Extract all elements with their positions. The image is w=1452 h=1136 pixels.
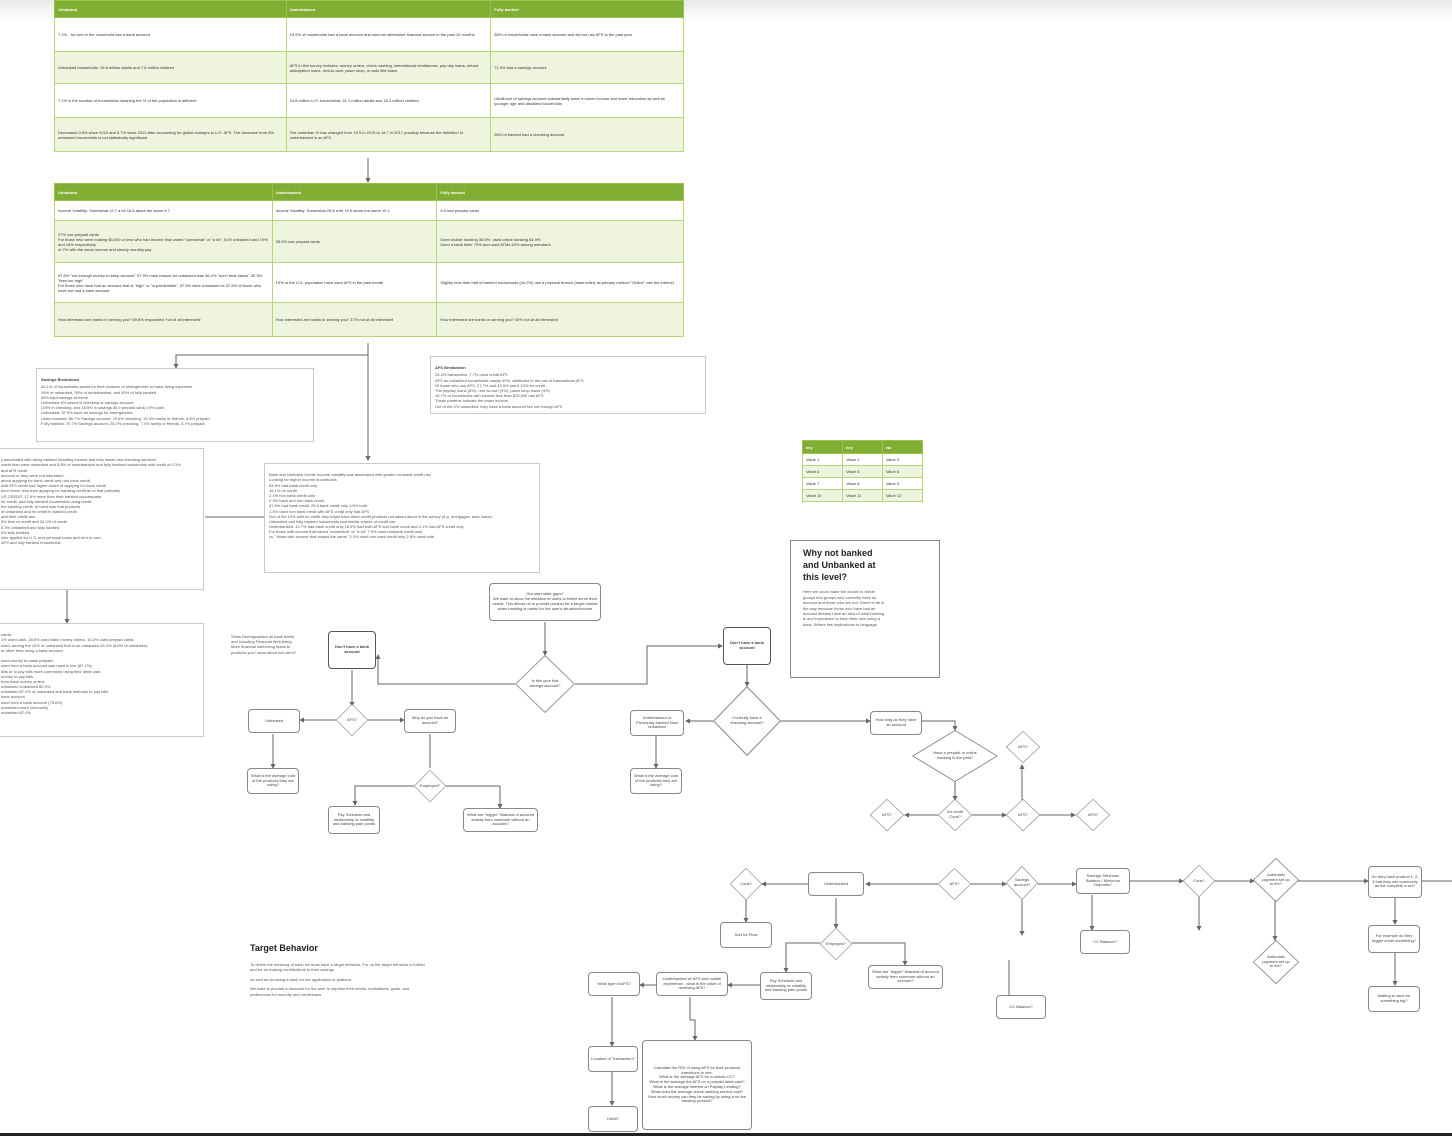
decision-automatic-b[interactable]: Automatic payment set up to fee? [1253, 940, 1299, 984]
table-row: 7.1% - No one in the household has a ban… [54, 17, 684, 52]
segment-table-1: Unbanked Underbanked Fully banked 7.1% -… [54, 0, 684, 152]
target-behavior-title: Target Behavior [250, 943, 318, 953]
decision-checking[interactable]: Currently have a checking account? [713, 686, 781, 756]
decision-afs-a[interactable]: AFS? [336, 704, 368, 736]
decision-afs-g[interactable]: AFS? [938, 868, 971, 900]
credit-note-left: y associated with being banked including… [0, 448, 204, 590]
calculate-roi-box[interactable]: Calculate the ROI of using AFS for their… [642, 1040, 752, 1130]
decision-first-savings[interactable]: Is this your first savings account? [515, 655, 575, 713]
decision-automatic[interactable]: Automatic payment set up to fee? [1253, 858, 1299, 902]
col-unbanked: Unbanked [54, 183, 273, 201]
savings-minimum-box[interactable]: Savings: Minimum Balance / Minimum Depos… [1076, 868, 1130, 894]
sort-for-flow-box[interactable]: Sort for Flow [720, 922, 772, 948]
trigger-question-box-b[interactable]: What are "trigger" financial of account … [868, 965, 943, 989]
col-underbanked: Underbanked [285, 0, 492, 18]
unbanked-box[interactable]: Unbanked [248, 709, 300, 733]
how-long-box[interactable]: How long do they have an account [870, 711, 922, 735]
decision-savings[interactable]: Savings account? [1006, 866, 1038, 900]
no-bank-account-box[interactable]: Don't have a bank account [328, 631, 376, 669]
col-unbanked: Unbanked [54, 0, 287, 18]
table-row: How interested are banks in serving you?… [54, 302, 684, 337]
why-not-banked-callout: Why not banked and Unbanked at this leve… [790, 540, 940, 678]
types-of-afs-box[interactable]: What type of AFS? [588, 972, 640, 996]
target-behavior-body: To define the meaning of each we must ha… [250, 962, 425, 997]
decision-credit[interactable]: Do credit Cons? [938, 799, 972, 831]
table-row: 7.1% is the number of households meaning… [54, 83, 684, 118]
fully-banked-question-box[interactable]: Do they have product 1, 2, 3 that they u… [1368, 866, 1422, 898]
table-row: 57.6% "not enough money to keep account"… [54, 262, 684, 303]
segment-table-2: Unbanked Underbanked Fully banked Income… [54, 183, 684, 337]
decision-afs-e[interactable]: AFS? [1076, 799, 1110, 831]
payments-note-left: cards: 1% used cash, 28.6% used bank mon… [0, 623, 204, 737]
table-row: Decreased 0.6% since 2015 and 0.7% since… [54, 117, 684, 152]
decision-prepaid[interactable]: Have a prepaid or online banking in the … [912, 730, 998, 782]
underbanked-previously-box[interactable]: Underbanked or Previously banked Now unb… [630, 710, 684, 736]
cc-balance-box-b[interactable]: CC Balance? [996, 995, 1046, 1019]
bottom-edge [0, 1133, 1452, 1136]
waiting-to-save-box[interactable]: Waiting to save for something big? [1368, 986, 1420, 1012]
table-row: 27% use prepaid cards For those who were… [54, 220, 684, 263]
decision-cons[interactable]: Cons? [730, 868, 762, 900]
decision-afs-c[interactable]: AFS? [870, 799, 904, 831]
col-fully-banked: Fully banked [490, 0, 684, 18]
example-trigger-box[interactable]: For example do they trigger credit somet… [1368, 925, 1420, 953]
decision-afs-b[interactable]: AFS? [1006, 731, 1040, 763]
credit-note: Bank and Nonbank Credit: Income volatili… [264, 463, 540, 573]
cc-balance-box[interactable]: CC Balance? [1080, 930, 1130, 954]
why-account-box[interactable]: Why do you have an account? [404, 709, 456, 733]
table-row: Unbanked households: 15.6 million adults… [54, 51, 684, 84]
average-cost-box-a[interactable]: What is the average cost of the products… [247, 768, 299, 794]
decision-employed-b[interactable]: Employed? [820, 928, 852, 960]
start-goal-box[interactable]: Our start state gaps? We want to show th… [489, 583, 601, 621]
have-bank-account-box[interactable]: Don't have a bank account [723, 627, 771, 665]
decision-employed-a[interactable]: Employed? [414, 770, 446, 802]
show-demographics-text: Show Demographics all bank levels and in… [231, 634, 297, 655]
underbanked-box-b[interactable]: Underbanked [808, 872, 864, 896]
col-underbanked: Underbanked [271, 183, 438, 201]
table-row: Income Volatility: Somewhat 12.7 a bit 1… [54, 200, 684, 221]
col-fully-banked: Fully banked [436, 183, 684, 201]
debit-box[interactable]: Debit? [588, 1106, 638, 1132]
underbanked-afs-box[interactable]: Underbanked w/ AFS and mobile experience… [656, 972, 728, 996]
location-transaction-box[interactable]: Location of Transaction? [588, 1046, 638, 1072]
decision-cons-b[interactable]: Cons? [1183, 865, 1215, 897]
pay-schedule-box-b[interactable]: Pay Schedule and relationship to volatil… [760, 972, 812, 1000]
average-cost-box-b[interactable]: What is the average cost of the products… [630, 768, 682, 794]
trigger-question-box-a[interactable]: What are "trigger" financial of account … [463, 808, 538, 832]
pay-schedule-box-a[interactable]: Pay Schedule and relationship to volatil… [328, 806, 380, 834]
decision-afs-d[interactable]: AFS? [1006, 799, 1040, 831]
